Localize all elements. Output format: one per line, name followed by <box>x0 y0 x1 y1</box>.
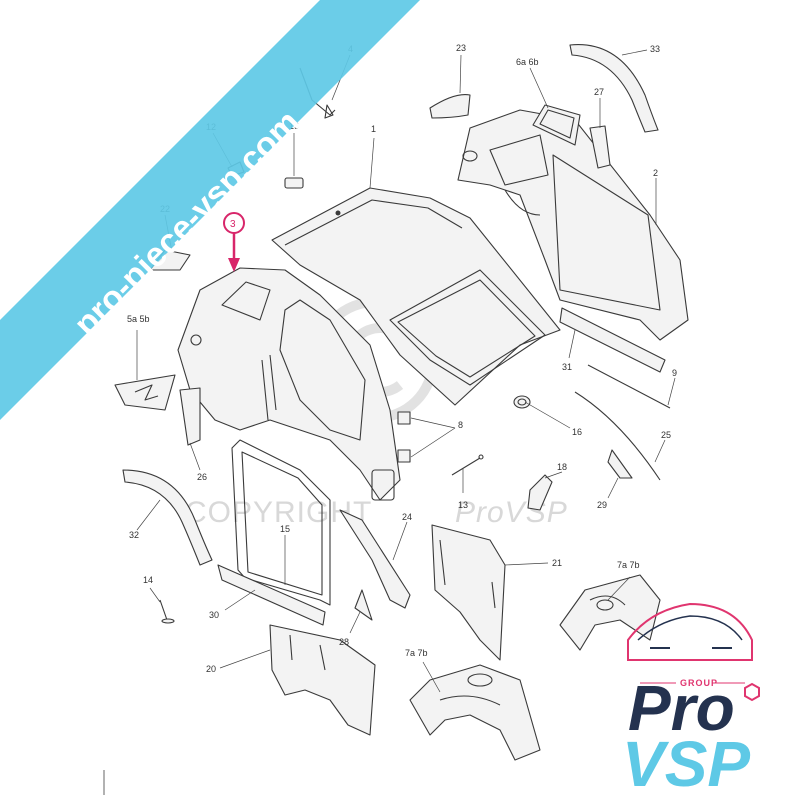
label-16: 16 <box>572 427 582 437</box>
label-30: 30 <box>209 610 219 620</box>
label-14: 14 <box>143 575 153 585</box>
label-19: 19 <box>289 121 299 131</box>
provsp-logo: GROUP Pro VSP <box>622 602 760 800</box>
part-13-rod <box>451 454 484 476</box>
part-25-strip <box>574 391 661 481</box>
part-18-cap <box>527 474 553 511</box>
part-7-bottom-wheel-arch-liner <box>409 664 541 761</box>
part-32-wheel-arch-trim <box>122 469 213 566</box>
label-23: 23 <box>456 43 466 53</box>
label-9: 9 <box>672 368 677 378</box>
highlight-label: 3 <box>230 219 236 230</box>
part-9-sill-strip <box>587 364 671 409</box>
part-2-right-body-side <box>457 109 689 341</box>
label-13: 13 <box>458 500 468 510</box>
label-15: 15 <box>280 524 290 534</box>
part-14-screw <box>159 599 175 624</box>
part-19-block <box>284 177 304 189</box>
label-20: 20 <box>206 664 216 674</box>
part-3-left-body-side <box>177 267 401 501</box>
part-31-sill-trim <box>559 307 666 373</box>
label-29: 29 <box>597 500 607 510</box>
part-16-grommet <box>513 395 531 409</box>
label-18: 18 <box>557 462 567 472</box>
label-24: 24 <box>402 512 412 522</box>
label-1: 1 <box>371 124 376 134</box>
copyright-watermark-text: COPYRIGHT <box>185 496 372 529</box>
label-27: 27 <box>594 87 604 97</box>
label-5: 5a 5b <box>127 314 150 324</box>
part-20-lower-panel <box>269 624 376 736</box>
part-28-triangle-trim <box>354 589 373 621</box>
label-32: 32 <box>129 530 139 540</box>
label-21: 21 <box>552 558 562 568</box>
label-33: 33 <box>650 44 660 54</box>
label-8: 8 <box>458 420 463 430</box>
logo-group-label: GROUP <box>680 678 718 688</box>
part-23-cover <box>429 93 471 119</box>
label-7-right: 7a 7b <box>617 560 640 570</box>
part-26-trim <box>179 387 201 446</box>
part-5-side-glass <box>114 374 176 411</box>
part-33-wheel-arch-trim <box>569 44 659 133</box>
label-25: 25 <box>661 430 671 440</box>
logo-vsp-text: VSP <box>622 728 750 800</box>
part-24-pillar-trim <box>339 509 411 609</box>
logo-pro-text: Pro <box>628 672 735 744</box>
label-31: 31 <box>562 362 572 372</box>
highlight-callout-3: 3 <box>223 212 245 272</box>
label-6: 6a 6b <box>516 57 539 67</box>
label-26: 26 <box>197 472 207 482</box>
part-labels: 1 2 4 5a 5b 6a 6b 7a 7b 7a 7b 8 9 12 13 … <box>127 43 677 674</box>
part-1-roof <box>271 187 561 406</box>
part-8-clips <box>397 411 411 463</box>
label-7-bottom: 7a 7b <box>405 648 428 658</box>
part-21-insulation-panel <box>431 524 506 661</box>
part-15-door-seal <box>231 439 331 606</box>
part-29-triangle-trim <box>607 449 633 479</box>
part-7-right-wheel-arch-liner <box>559 574 661 651</box>
part-6-quarter-glass <box>532 104 581 146</box>
part-30-sill-trim <box>217 564 326 626</box>
label-2: 2 <box>653 168 658 178</box>
copyright-watermark-brand: ProVSP <box>455 496 568 529</box>
label-28: 28 <box>339 637 349 647</box>
